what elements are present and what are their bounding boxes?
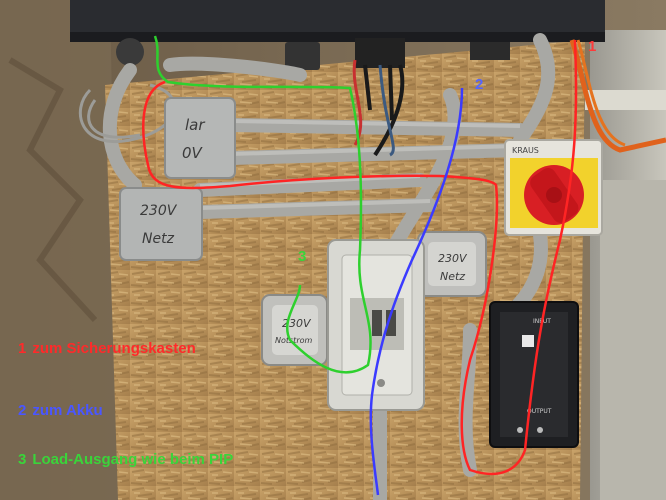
legend-number-3: 3 (18, 451, 27, 468)
solar-label-line1: lar (185, 116, 205, 134)
legend-item-3: 3 Load-Ausgang wie beim PIP (18, 451, 239, 468)
rotary-disconnect-switch: KRAUS (504, 139, 603, 236)
netz-right-line1: 230V (438, 252, 468, 265)
solar-label-line2: 0V (182, 144, 204, 162)
notstrom-line1: 230V (282, 317, 312, 330)
netz-left-line1: 230V (140, 203, 178, 219)
junction-box-notstrom: 230V Notstrom (261, 294, 328, 366)
netz-left-line2: Netz (142, 231, 175, 247)
breaker-box (327, 239, 425, 411)
annotation-marker-2: 2 (475, 76, 484, 93)
annotation-marker-3: 3 (298, 248, 307, 265)
green-annotation-line (153, 35, 372, 374)
legend-item-2: 2 zum Akku (18, 402, 109, 419)
surge-output-label: OUTPUT (527, 408, 552, 415)
netz-right-line2: Netz (440, 270, 465, 283)
legend-text-2: zum Akku (32, 402, 103, 419)
junction-box-netz-right: 230V Netz (417, 231, 487, 297)
legend-text-3: Load-Ausgang wie beim PIP (32, 451, 234, 468)
notstrom-line2: Notstrom (275, 336, 313, 345)
annotation-marker-1: 1 (588, 38, 597, 55)
legend-number-1: 1 (18, 340, 27, 357)
junction-box-solar: lar 0V (164, 97, 236, 179)
red-annotation-line (142, 39, 578, 476)
legend-number-2: 2 (18, 402, 27, 419)
legend-item-1: 1 zum Sicherungskasten (18, 340, 202, 357)
junction-box-netz-left: 230V Netz (119, 187, 203, 261)
switch-brand-label: KRAUS (512, 146, 539, 155)
blue-annotation-line (369, 87, 464, 496)
legend-text-1: zum Sicherungskasten (32, 340, 196, 357)
